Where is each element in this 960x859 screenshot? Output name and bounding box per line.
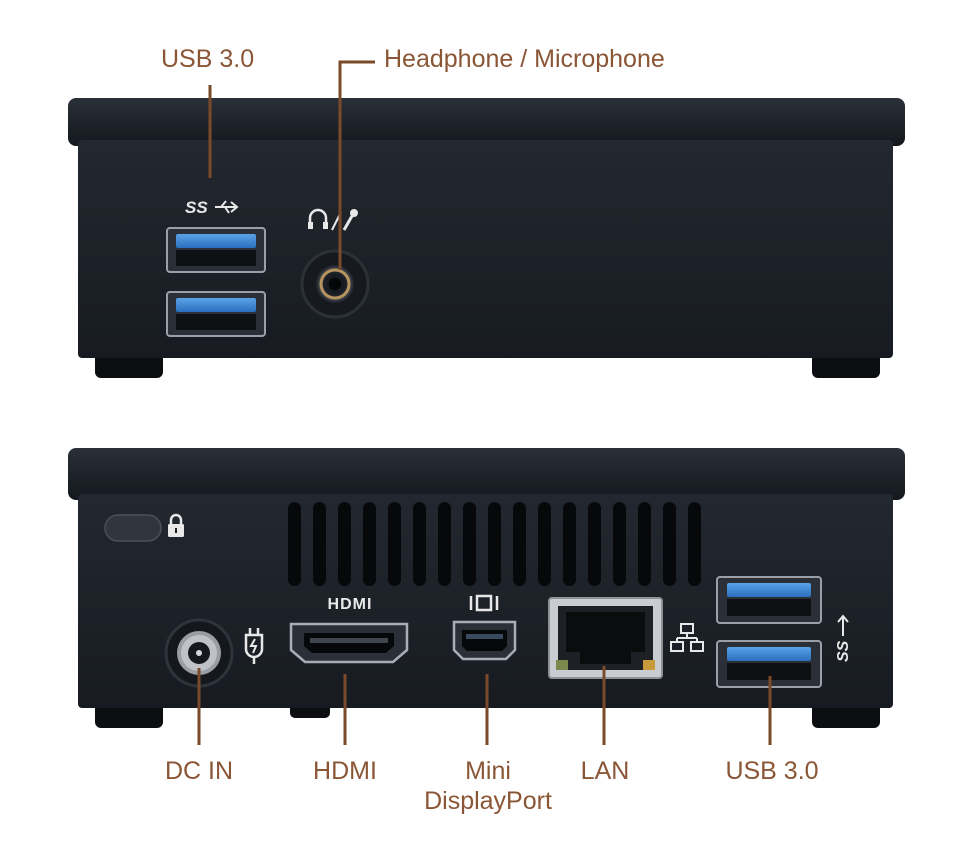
rear-usb-label: USB 3.0: [725, 757, 819, 785]
mini-displayport-port[interactable]: [452, 620, 517, 661]
vent-grille: [288, 502, 701, 586]
svg-text:SS: SS: [835, 640, 852, 662]
dc-in-label: DC IN: [164, 757, 234, 785]
front-lid: [68, 98, 905, 146]
lan-port[interactable]: [548, 597, 663, 679]
front-unit: SS: [68, 60, 905, 378]
front-usb-port-bottom[interactable]: [166, 291, 266, 337]
mini-displayport-label: Mini DisplayPort: [424, 756, 552, 816]
rear-usb-port-bottom[interactable]: [716, 640, 822, 688]
rear-usb-port-top[interactable]: [716, 576, 822, 624]
mini-displayport-label-line2: DisplayPort: [424, 787, 552, 815]
rear-ss-usb-icon: SS: [835, 614, 852, 662]
hdmi-logo: HDMI: [328, 596, 373, 613]
front-usb-port-top[interactable]: [166, 227, 266, 273]
mini-displayport-label-line1: Mini: [465, 757, 511, 785]
network-icon: [670, 623, 704, 652]
front-body: [78, 140, 893, 358]
front-usb-label: USB 3.0: [161, 45, 255, 73]
rear-lid: [68, 448, 905, 500]
power-plug-icon: [244, 628, 264, 664]
front-ss-usb-icon: SS: [185, 198, 239, 217]
svg-text:SS: SS: [185, 198, 208, 217]
dc-in-jack[interactable]: [164, 618, 234, 688]
kensington-lock-icon: [168, 513, 184, 537]
hdmi-label: HDMI: [313, 757, 377, 785]
hdmi-port[interactable]: [289, 622, 409, 664]
lan-label: LAN: [580, 757, 630, 785]
kensington-slot[interactable]: [104, 514, 162, 542]
front-audio-jack[interactable]: [300, 249, 370, 319]
front-audio-leader: [338, 60, 375, 270]
headphone-microphone-label: Headphone / Microphone: [384, 45, 665, 73]
rear-unit: HDMI: [68, 448, 905, 745]
display-port-icon: [469, 594, 499, 612]
